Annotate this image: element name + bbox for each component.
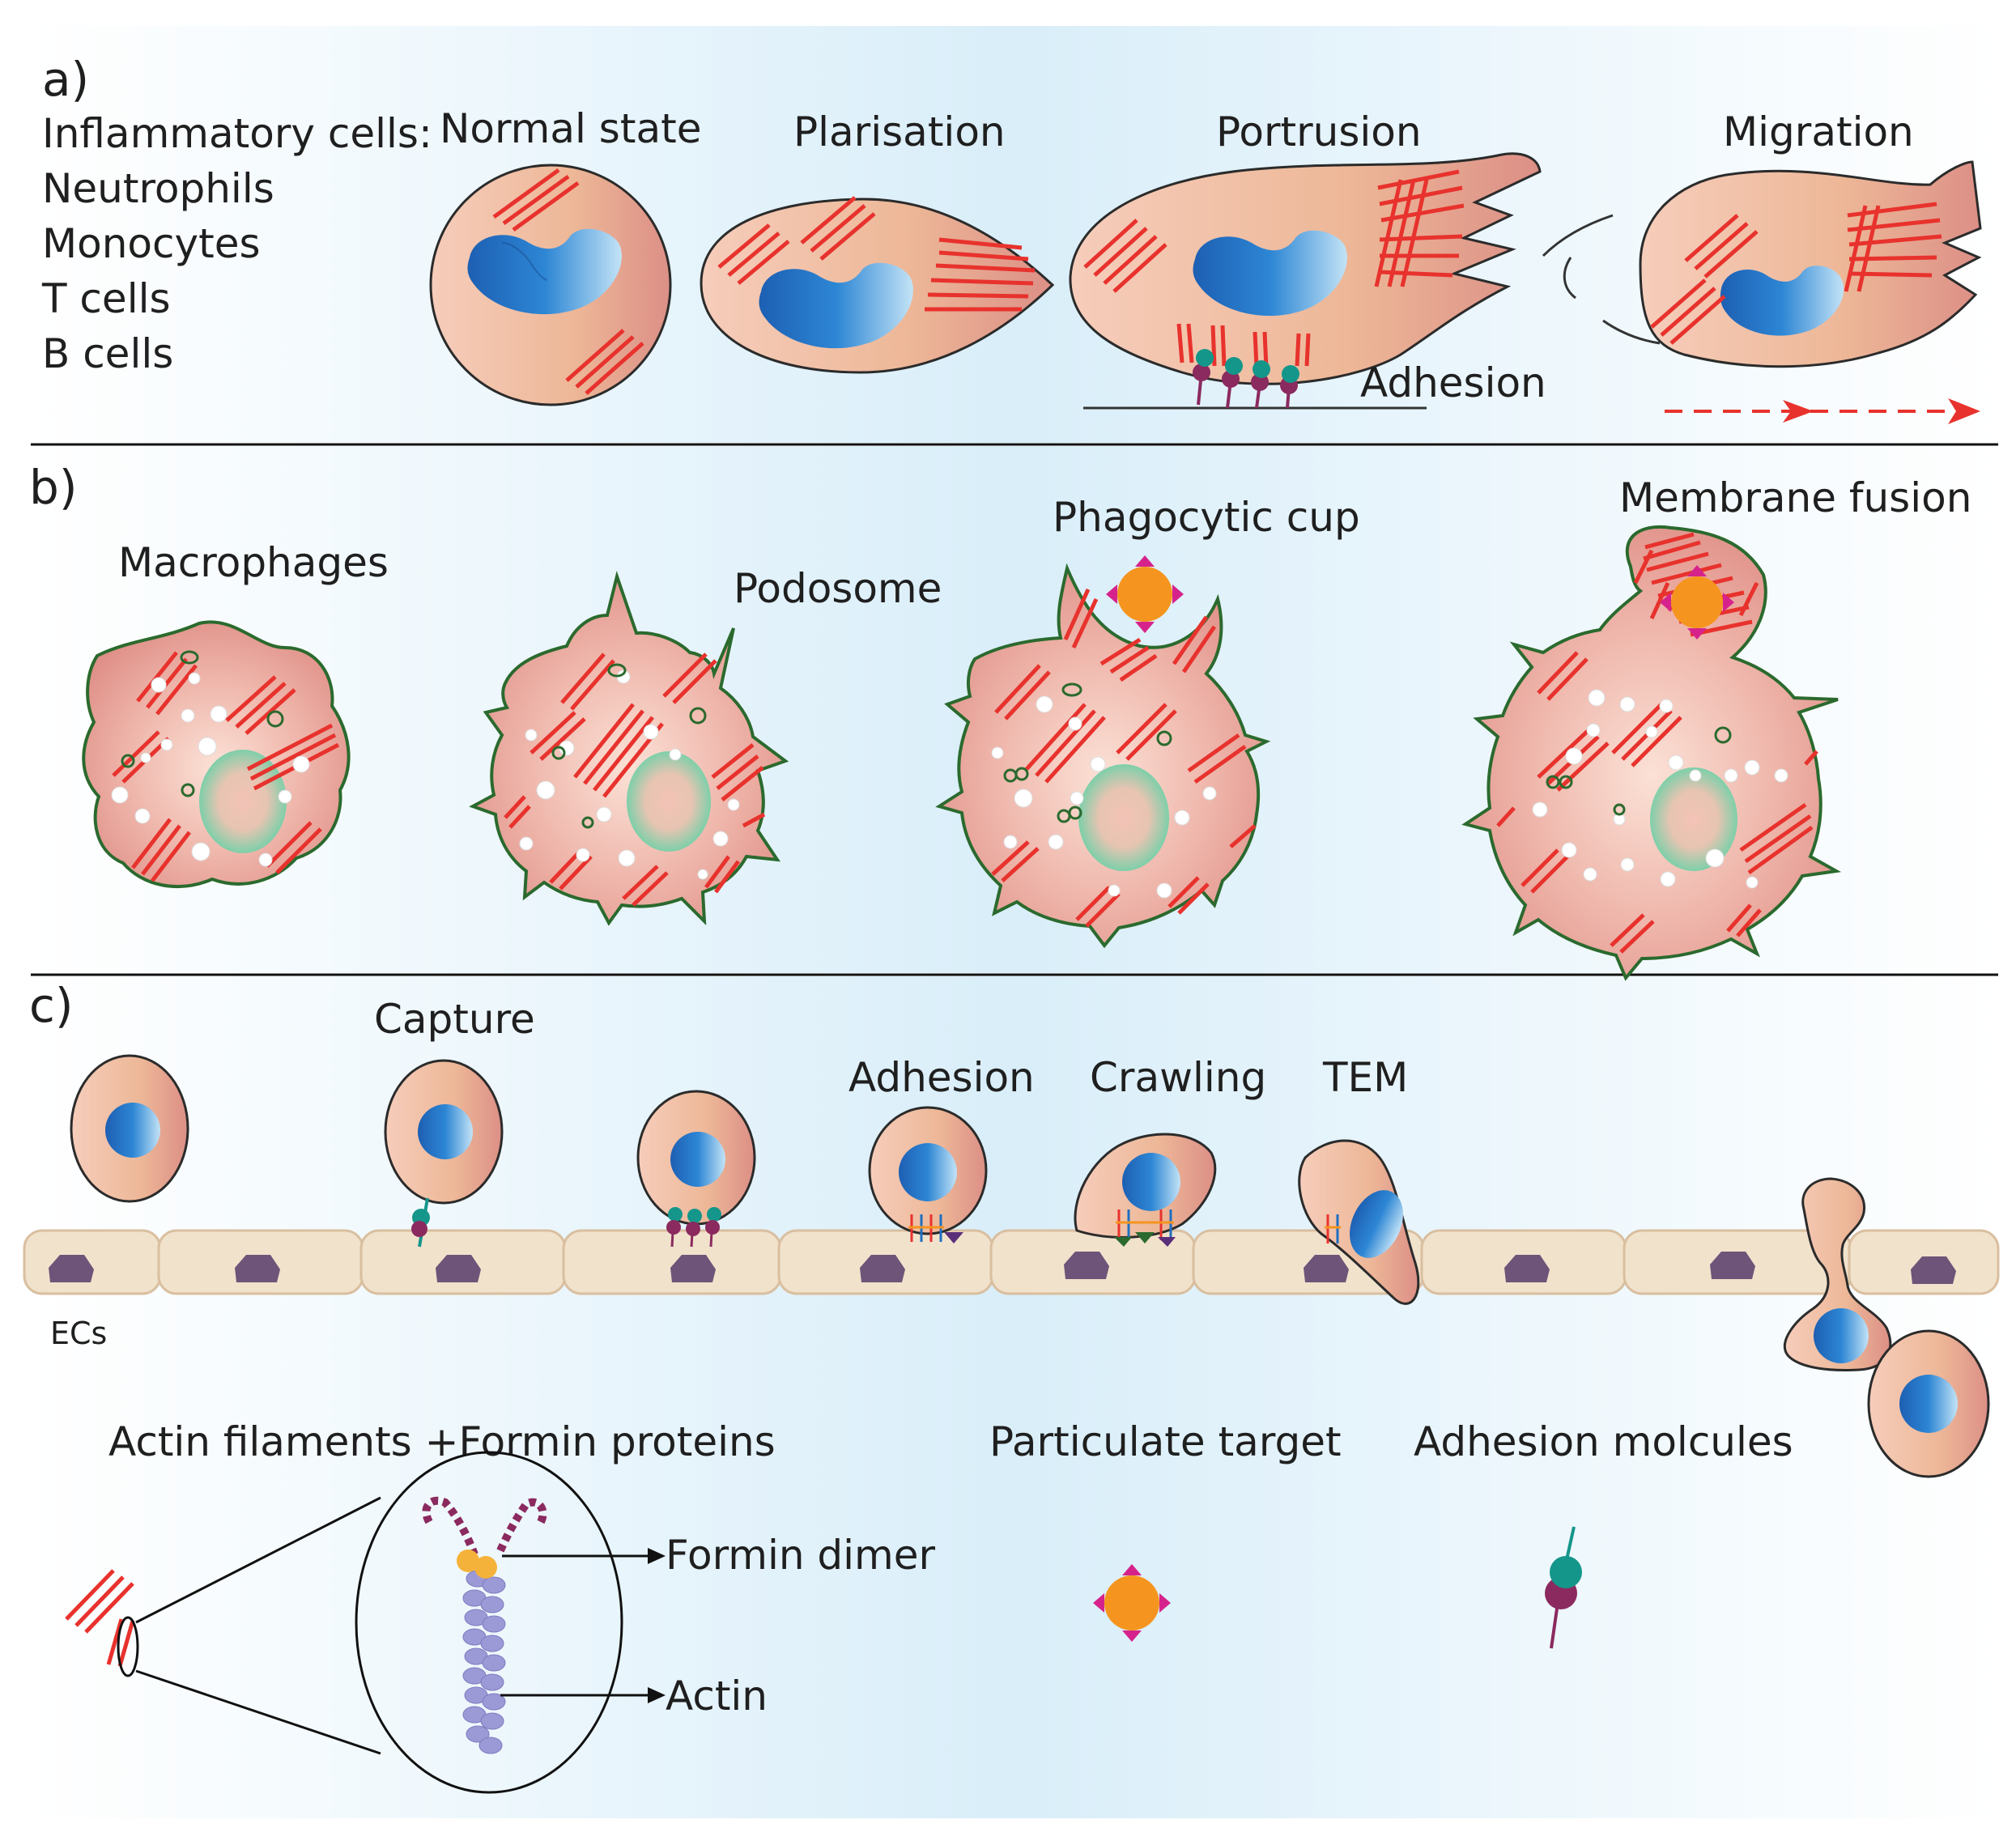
polarisation-cell [700,196,1055,374]
protrusion-adhesion-molecules [1193,349,1299,409]
leukocyte-rolling [636,1090,756,1248]
legend-adhesion-molecule-icon [1545,1526,1582,1649]
leukocyte-adhesion [868,1106,988,1243]
adhesion-label-c: Adhesion [849,1054,1035,1101]
panel-b-letter: b) [29,460,77,515]
macrophage-phagocytic-cup [935,563,1271,949]
legend-actin-filament-icon [65,1496,381,1755]
migration-cell [1639,160,1982,368]
endothelial-layer [23,1229,2000,1295]
tem-label: TEM [1322,1054,1408,1101]
membrane-fusion-label: Membrane fusion [1619,474,1971,521]
leukocyte-diapedesis [1783,1177,1892,1371]
stage-polarisation: Plarisation [793,108,1006,155]
cell-type-neutrophils: Neutrophils [42,165,274,212]
particulate-target-fusion [1660,565,1734,640]
stage-normal-state: Normal state [440,105,701,152]
cell-type-t-cells: T cells [41,275,171,322]
stage-migration: Migration [1723,108,1914,155]
leukocyte-flowing [70,1054,189,1203]
leukocyte-tem [1298,1139,1420,1305]
particulate-target-cup [1106,555,1184,633]
protrusion-cell [1069,152,1542,385]
migration-direction-arrow [1665,398,1980,424]
adhesion-label-a: Adhesion [1360,359,1546,406]
legend-particulate-target: Particulate target [989,1418,1342,1465]
legend-formin-dimer: Formin dimer [666,1532,936,1579]
cells-heading: Inflammatory cells: [42,110,432,157]
cell-type-b-cells: B cells [42,330,173,377]
panel-c-letter: c) [29,978,74,1033]
normal-state-cell [429,164,672,406]
macrophage-podosome [469,570,789,926]
capture-label: Capture [374,996,535,1043]
cell-type-monocytes: Monocytes [42,220,261,267]
legend-zoom-circle [355,1451,666,1794]
panel-a-letter: a) [42,52,89,107]
legend-particulate-target-icon [1093,1564,1171,1642]
panel-c-background [31,976,1998,1818]
phagocytic-cup-label: Phagocytic cup [1053,494,1360,541]
macrophages-label: Macrophages [118,539,389,586]
legend-actin: Actin [666,1673,768,1720]
stage-protrusion: Portrusion [1216,108,1422,155]
ecs-label: ECs [50,1316,107,1351]
leukocyte-capture [384,1059,504,1248]
leukocyte-transmigrated [1867,1329,1990,1478]
migration-motion-lines [1542,214,1661,345]
legend-actin-formin: Actin filaments +Formin proteins [108,1418,776,1465]
legend-adhesion-molecules: Adhesion molcules [1414,1418,1793,1465]
macrophage-normal [82,620,351,889]
podosome-label: Podosome [734,565,942,612]
leukocyte-crawling [1074,1133,1217,1247]
crawling-label: Crawling [1090,1054,1266,1101]
